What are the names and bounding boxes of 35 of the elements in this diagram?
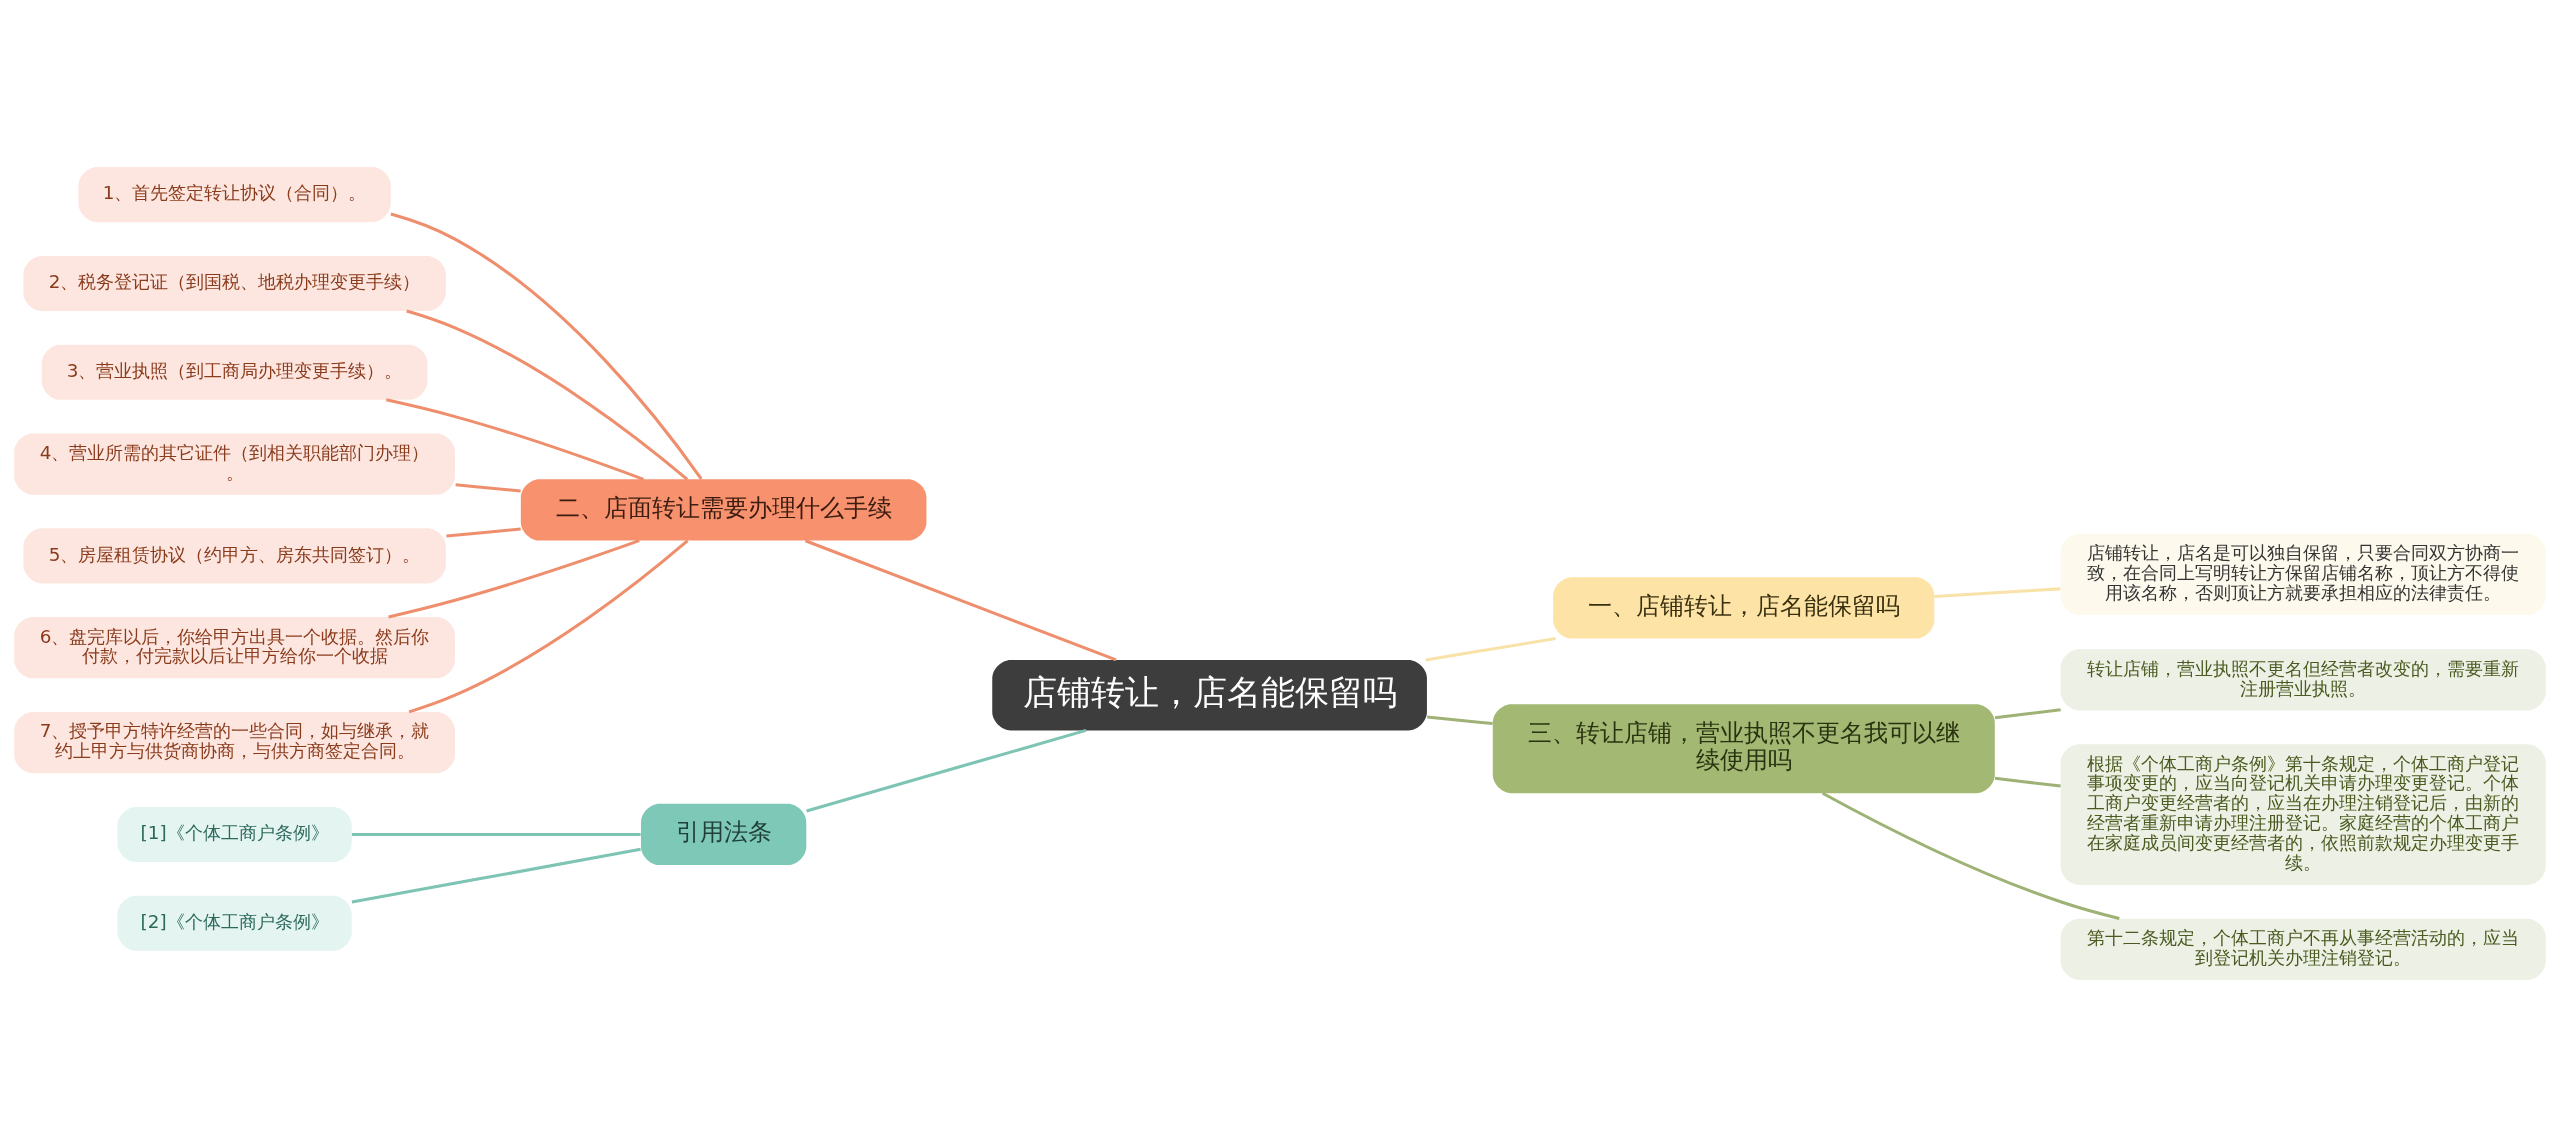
node-box: [1]《个体工商户条例》 [117,806,352,862]
node-box: 1、首先签定转让协议（合同）。 [78,167,391,223]
node-box: 2、税务登记证（到国税、地税办理变更手续） [23,255,446,311]
connector [455,483,521,493]
node-box: 转让店铺，营业执照不更名但经营者改变的，需要重新注册营业执照。 [2060,649,2546,711]
node-box: 7、授予甲方特许经营的一些合同，如与继承，就约上甲方与供货商协商，与供方商签定合同。 [14,712,455,774]
node-box: 三、转让店铺，营业执照不更名我可以继续使用吗 [1492,704,1995,794]
node-box: 5、房屋租赁协议（约甲方、房东共同签订）。 [23,528,446,584]
connector [385,398,645,481]
node-box: 二、店面转让需要办理什么手续 [520,479,927,541]
connector [406,309,689,481]
node-box: 店铺转让，店名是可以独自保留，只要合同双方协商一致，在合同上写明转让方保留店铺名称，顶让方不得使用该名称，否则顶让方就要承担相应的法律责任。 [2060,533,2546,615]
node-box: 4、营业所需的其它证件（到相关职能部门办理）。 [14,433,455,495]
connector [1821,791,2120,921]
connector [408,539,689,714]
connector [446,527,521,538]
connector [1994,776,2061,788]
node-box: [2]《个体工商户条例》 [117,895,352,951]
connector [1994,708,2061,720]
node-box: 第十二条规定，个体工商户不再从事经营活动的，应当到登记机关办理注销登记。 [2060,918,2546,980]
connector [1427,715,1493,726]
connector [390,212,703,480]
node-box: 引用法条 [640,803,807,866]
connector [351,847,641,904]
connector [806,728,1087,813]
connector [1934,587,2061,598]
node-box: 6、盘完库以后，你给甲方出具一个收据。然后你付款，付完款以后让甲方给你一个收据 [14,617,455,679]
node-box: 一、店铺转让，店名能保留吗 [1553,577,1935,639]
connector [804,539,1117,662]
connector [351,832,641,836]
node-box: 根据《个体工商户条例》第十条规定，个体工商户登记事项变更的，应当向登记机关申请办理变更登记。个体工商户变更经营者的，应当在办理注销登记后，由新的经营者重新申请办理注册登记。家庭经营的个体工商户在家庭成员间变更经营者的，依照前款规定办理变更手续。 [2060,744,2546,885]
connector [388,539,640,619]
node-box: 店铺转让，店名能保留吗 [992,660,1427,731]
connector [1425,637,1556,662]
node-box: 3、营业执照（到工商局办理变更手续）。 [41,344,428,400]
